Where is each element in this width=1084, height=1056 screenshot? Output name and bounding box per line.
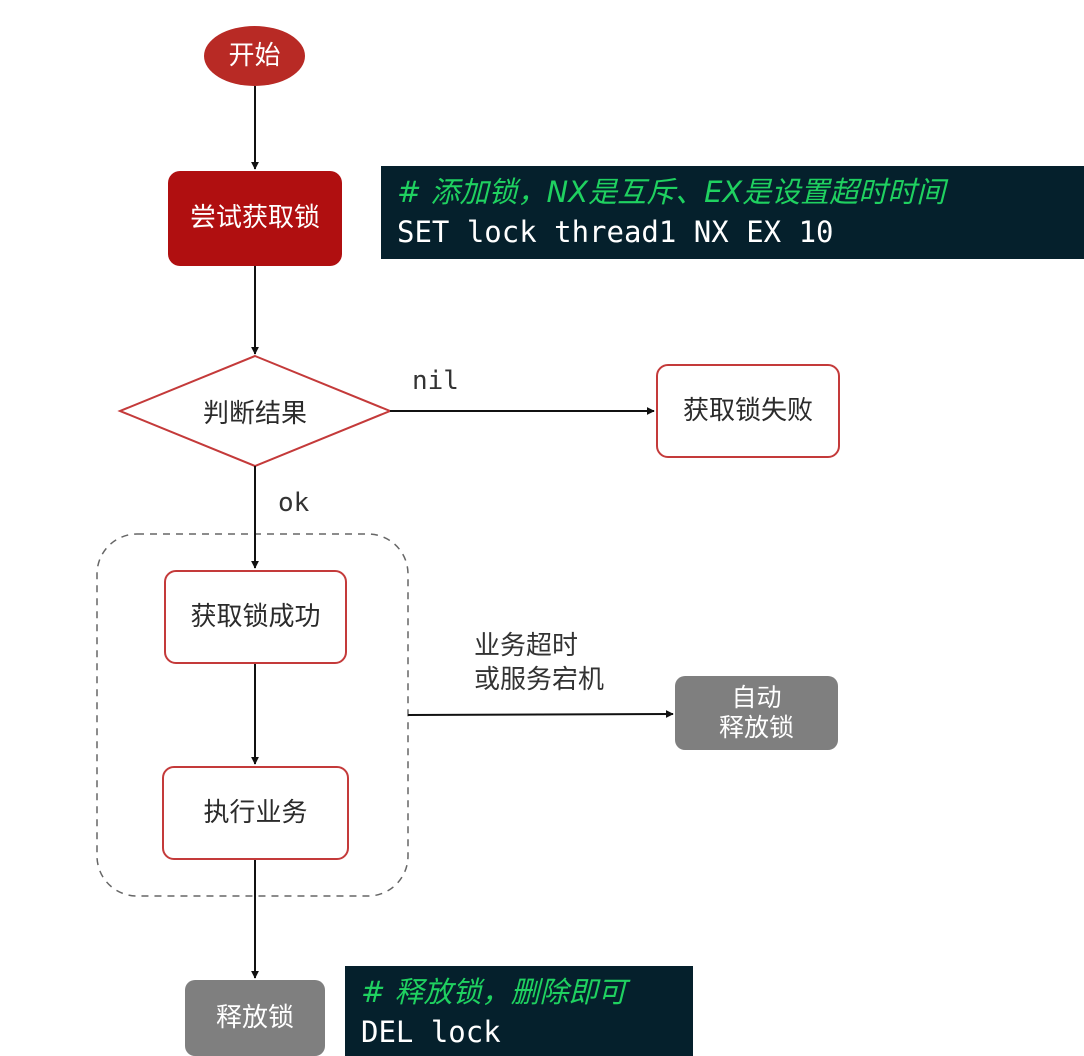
nil-edge-label: nil xyxy=(412,366,459,396)
lock-success-label: 获取锁成功 xyxy=(190,601,321,632)
lock-fail-node: 获取锁失败 xyxy=(656,364,840,458)
try-lock-label: 尝试获取锁 xyxy=(189,203,320,234)
lock-fail-label: 获取锁失败 xyxy=(682,395,813,426)
execute-business-label: 执行业务 xyxy=(203,797,308,828)
execute-business-node: 执行业务 xyxy=(162,766,349,860)
del-lock-comment: # 释放锁，删除即可 xyxy=(361,975,627,1009)
ok-edge-label: ok xyxy=(278,488,310,518)
timeout-label-line1: 业务超时 xyxy=(474,631,579,661)
try-lock-node: 尝试获取锁 xyxy=(168,171,342,266)
timeout-edge-label: 业务超时 或服务宕机 xyxy=(474,630,604,698)
set-lock-command: SET lock thread1 NX EX 10 xyxy=(397,215,834,249)
set-lock-comment: # 添加锁，NX是互斥、EX是设置超时时间 xyxy=(397,175,946,209)
del-lock-code-block: # 释放锁，删除即可 DEL lock xyxy=(345,966,693,1056)
decision-label: 判断结果 xyxy=(202,398,307,429)
auto-release-label-line2: 释放锁 xyxy=(718,713,794,742)
auto-release-node: 自动 释放锁 xyxy=(675,676,838,750)
release-lock-node: 释放锁 xyxy=(185,980,325,1056)
release-lock-label: 释放锁 xyxy=(215,1002,294,1033)
arrow-group-to-auto-release xyxy=(407,710,674,719)
lock-success-node: 获取锁成功 xyxy=(164,570,347,664)
del-lock-command: DEL lock xyxy=(361,1015,501,1049)
auto-release-label-line1: 自动 xyxy=(731,683,782,712)
start-label: 开始 xyxy=(228,40,281,71)
set-lock-code-block: # 添加锁，NX是互斥、EX是设置超时时间 SET lock thread1 N… xyxy=(381,166,1084,259)
timeout-label-line2: 或服务宕机 xyxy=(474,664,605,695)
start-node: 开始 xyxy=(204,26,305,86)
